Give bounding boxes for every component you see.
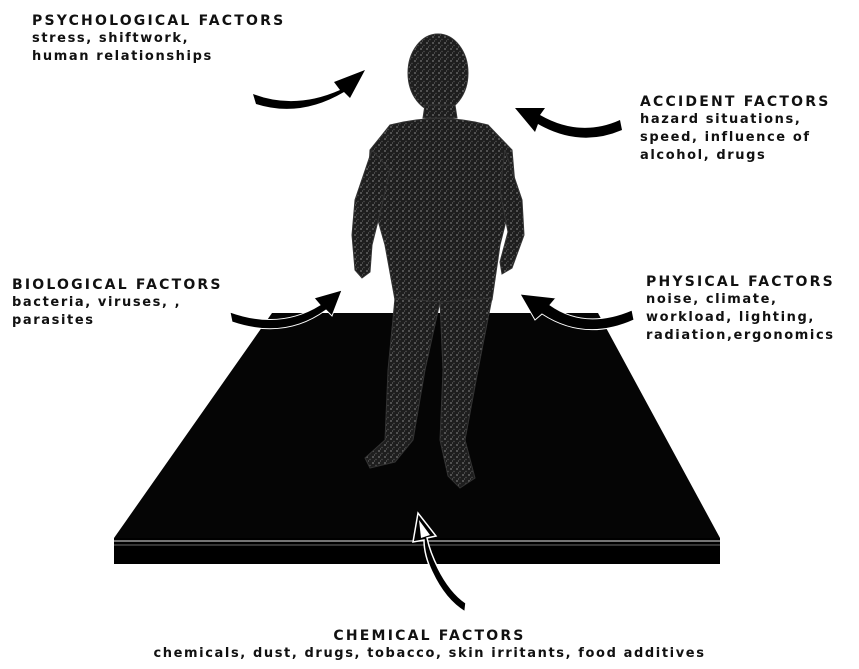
psychological-factors-title: PSYCHOLOGICAL FACTORS (32, 12, 285, 30)
physical-factors-line-3: radiation,ergonomics (646, 327, 835, 345)
biological-factors-line-2: parasites (12, 312, 223, 330)
physical-factors-title: PHYSICAL FACTORS (646, 273, 835, 291)
biological-factors-title: BIOLOGICAL FACTORS (12, 276, 223, 294)
psychological-factors-label: PSYCHOLOGICAL FACTORS stress, shiftwork,… (32, 12, 285, 66)
physical-factors-label: PHYSICAL FACTORS noise, climate, workloa… (646, 273, 835, 345)
accident-factors-line-1: hazard situations, (640, 111, 831, 129)
accident-factors-line-3: alcohol, drugs (640, 147, 831, 165)
chemical-factors-line-1: chemicals, dust, drugs, tobacco, skin ir… (0, 645, 859, 663)
physical-factors-line-1: noise, climate, (646, 291, 835, 309)
biological-factors-label: BIOLOGICAL FACTORS bacteria, viruses, , … (12, 276, 223, 330)
accident-factors-title: ACCIDENT FACTORS (640, 93, 831, 111)
psychological-factors-line-2: human relationships (32, 48, 285, 66)
biological-factors-line-1: bacteria, viruses, , (12, 294, 223, 312)
accident-factors-line-2: speed, influence of (640, 129, 831, 147)
accident-factors-label: ACCIDENT FACTORS hazard situations, spee… (640, 93, 831, 165)
chemical-factors-label: CHEMICAL FACTORS chemicals, dust, drugs,… (0, 627, 859, 663)
physical-factors-line-2: workload, lighting, (646, 309, 835, 327)
arrow-accident (515, 108, 622, 138)
chemical-factors-title: CHEMICAL FACTORS (0, 627, 859, 645)
psychological-factors-line-1: stress, shiftwork, (32, 30, 285, 48)
arrow-psychological (253, 70, 365, 109)
